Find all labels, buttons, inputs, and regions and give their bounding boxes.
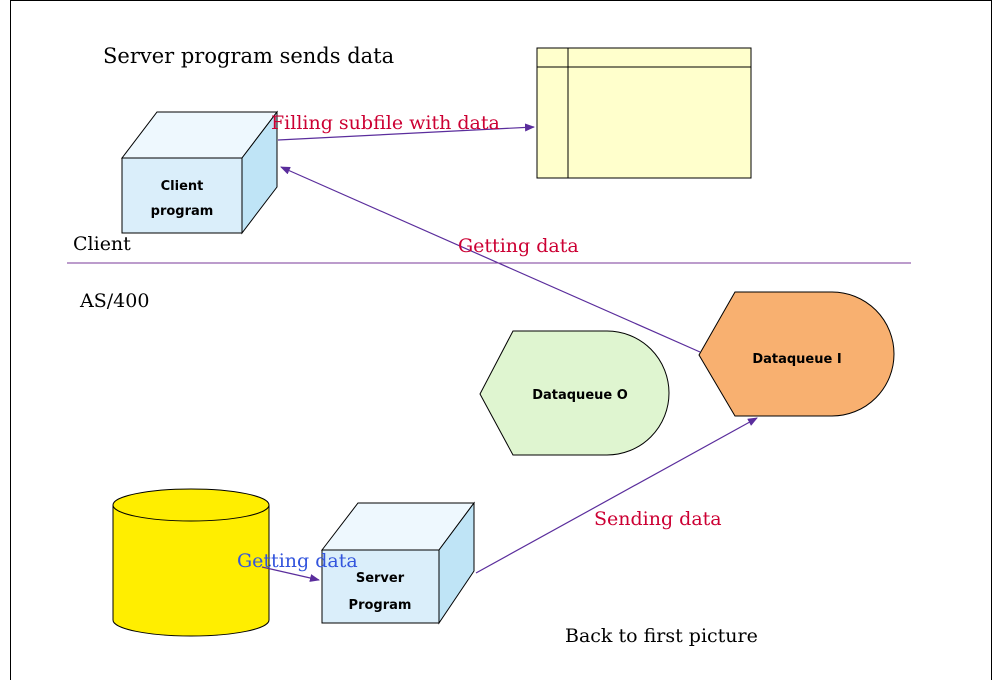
back-to-first-picture-link[interactable]: Back to first picture [565, 625, 758, 647]
getting-data-arrow-server [261, 566, 320, 582]
dataqueue-i-shape: Dataqueue I [698, 291, 895, 417]
server-program-box: Server Program [320, 501, 475, 625]
sending-data-label: Sending data [594, 508, 722, 530]
filling-arrow [277, 123, 535, 141]
dataqueue-o-label: Dataqueue O [532, 388, 628, 403]
server-program-label-line2: Program [349, 598, 412, 613]
slide-title: Server program sends data [103, 44, 394, 68]
database-cylinder [112, 488, 270, 637]
getting-data-arrow-client [280, 166, 701, 353]
client-program-label-line2: program [151, 204, 214, 219]
server-program-label-line1: Server [356, 571, 405, 586]
slide-frame [10, 0, 992, 680]
zone-label-client: Client [73, 233, 131, 255]
sending-data-arrow [475, 417, 758, 574]
zone-label-as400: AS/400 [79, 290, 149, 312]
filling-arrow-label: Filling subfile with data [271, 112, 500, 134]
client-program-box: Client program [120, 110, 279, 235]
client-program-label-line1: Client [161, 179, 204, 194]
subfile-grid [536, 47, 752, 179]
getting-data-label-server: Getting data [237, 550, 358, 572]
getting-data-label-client: Getting data [458, 235, 579, 257]
dataqueue-i-label: Dataqueue I [752, 352, 841, 367]
dataqueue-o-shape: Dataqueue O [479, 330, 670, 456]
